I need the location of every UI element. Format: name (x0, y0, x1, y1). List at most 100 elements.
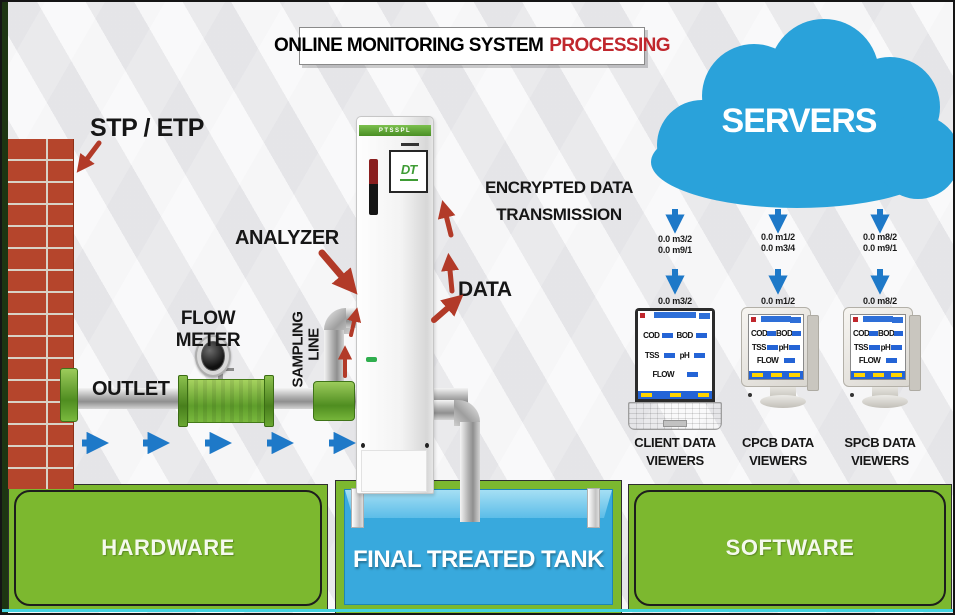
encrypted-line-2: TRANSMISSION (496, 205, 622, 225)
screen-button (891, 373, 902, 377)
cabinet-logo: DT (400, 162, 417, 177)
cpcb-value-lower: 0.0 m1/2 (761, 296, 795, 306)
spcb-value-2: 0.0 m9/1 (863, 243, 897, 254)
param-tss: TSS (644, 350, 660, 360)
spcb-label-line1: SPCB DATA (844, 435, 916, 450)
screen-alert-dot (751, 317, 756, 322)
wall-pipe-flange (60, 368, 78, 422)
crt-stand (872, 387, 898, 398)
screen-button (789, 373, 800, 377)
cpcb-label-line2: VIEWERS (749, 453, 807, 469)
tank-wall-post-right (587, 488, 600, 528)
crt-base (760, 395, 806, 408)
screen-button (854, 373, 865, 377)
screen-button (872, 373, 884, 377)
param-ph: pH (778, 342, 789, 352)
sampling-line-label-1: SAMPLING (289, 311, 307, 388)
stp-pointer-arrow (76, 140, 102, 173)
crt-power-button (748, 393, 752, 397)
param-tss: TSS (751, 342, 767, 352)
cabinet-led (366, 357, 377, 362)
sampling-line-label-2: LINE (305, 328, 323, 361)
servers-cloud (651, 19, 953, 208)
sampling-pipe-vertical (324, 330, 344, 390)
tank-label: FINAL TREATED TANK (353, 546, 604, 573)
value-chip (766, 344, 778, 350)
analyzer-cabinet: PTSSPL DT (356, 116, 434, 494)
spcb-values-upper: 0.0 m8/2 0.0 m9/1 (840, 232, 920, 255)
flow-meter-label: FLOW METER (175, 308, 241, 351)
flow-meter-body (184, 379, 270, 423)
client-viewers-label: CLIENT DATA VIEWERS (619, 434, 731, 470)
flow-meter-gauge (195, 335, 231, 377)
screen-header-bar (760, 316, 792, 322)
analyzer-pointer-arrow (318, 249, 358, 295)
servers-label: SERVERS (721, 102, 878, 140)
cabinet-brand: PTSSPL (378, 127, 412, 134)
cpcb-values-upper: 0.0 m1/2 0.0 m3/4 (738, 232, 818, 255)
tank-pipe-horizontal (432, 400, 458, 420)
spcb-value-1: 0.0 m8/2 (863, 232, 897, 242)
flow-meter-flange-right (264, 375, 274, 427)
screen-alert-dot (853, 317, 858, 322)
analyzer-label: ANALYZER (235, 227, 339, 249)
value-chip (891, 344, 903, 350)
data-up-arrow-2 (441, 252, 459, 294)
laptop-keyboard (628, 402, 722, 430)
screen-corner-box (699, 313, 710, 319)
value-chip (662, 332, 674, 338)
screen-header-bar (654, 312, 696, 318)
cabinet-handle (369, 159, 378, 215)
spcb-label-line2: VIEWERS (851, 453, 909, 469)
param-tss: TSS (853, 342, 869, 352)
screen-alert-dot (640, 313, 645, 318)
cabinet-vent (401, 143, 419, 146)
screen-header-bar (862, 316, 894, 322)
cabinet-brand-strip: PTSSPL (359, 125, 431, 136)
client-value-lower: 0.0 m3/2 (658, 296, 692, 306)
crt-side-panel (909, 315, 921, 391)
title-banner: ONLINE MONITORING SYSTEM PROCESSING (274, 27, 671, 65)
crt-stand (770, 387, 796, 398)
param-cod: COD (643, 330, 660, 340)
value-chip (789, 344, 801, 350)
screen-button (641, 393, 652, 397)
flow-meter-ribs (185, 380, 269, 422)
value-chip (894, 330, 903, 336)
software-label: SOFTWARE (725, 535, 855, 560)
value-chip (686, 372, 698, 378)
param-bod: BOD (878, 328, 895, 338)
tank-pipe-vertical (460, 422, 480, 522)
spcb-value-lower: 0.0 m8/2 (863, 296, 897, 306)
flow-meter-flange-left (178, 375, 188, 427)
cabinet-logo-bar (399, 179, 418, 181)
client-values-upper: 0.0 m3/2 0.0 m9/1 (635, 234, 715, 257)
screen-button (770, 373, 782, 377)
value-chip (767, 330, 776, 336)
param-flow: FLOW (858, 356, 881, 366)
software-panel: SOFTWARE (628, 484, 952, 612)
bottom-edge-strip (2, 609, 953, 612)
param-ph: pH (880, 342, 891, 352)
value-chip (694, 352, 706, 358)
value-chip (663, 352, 675, 358)
screen-button-bar (638, 391, 712, 399)
title-highlight: PROCESSING (549, 35, 670, 56)
encrypted-transmission-label: ENCRYPTED DATA TRANSMISSION (478, 174, 640, 228)
cpcb-value-2: 0.0 m3/4 (761, 243, 795, 254)
title-main: ONLINE MONITORING SYSTEM (274, 35, 544, 56)
crt-power-button (850, 393, 854, 397)
screen-button-bar (749, 371, 803, 379)
hardware-panel: HARDWARE (8, 484, 328, 612)
crt-side-panel (807, 315, 819, 391)
